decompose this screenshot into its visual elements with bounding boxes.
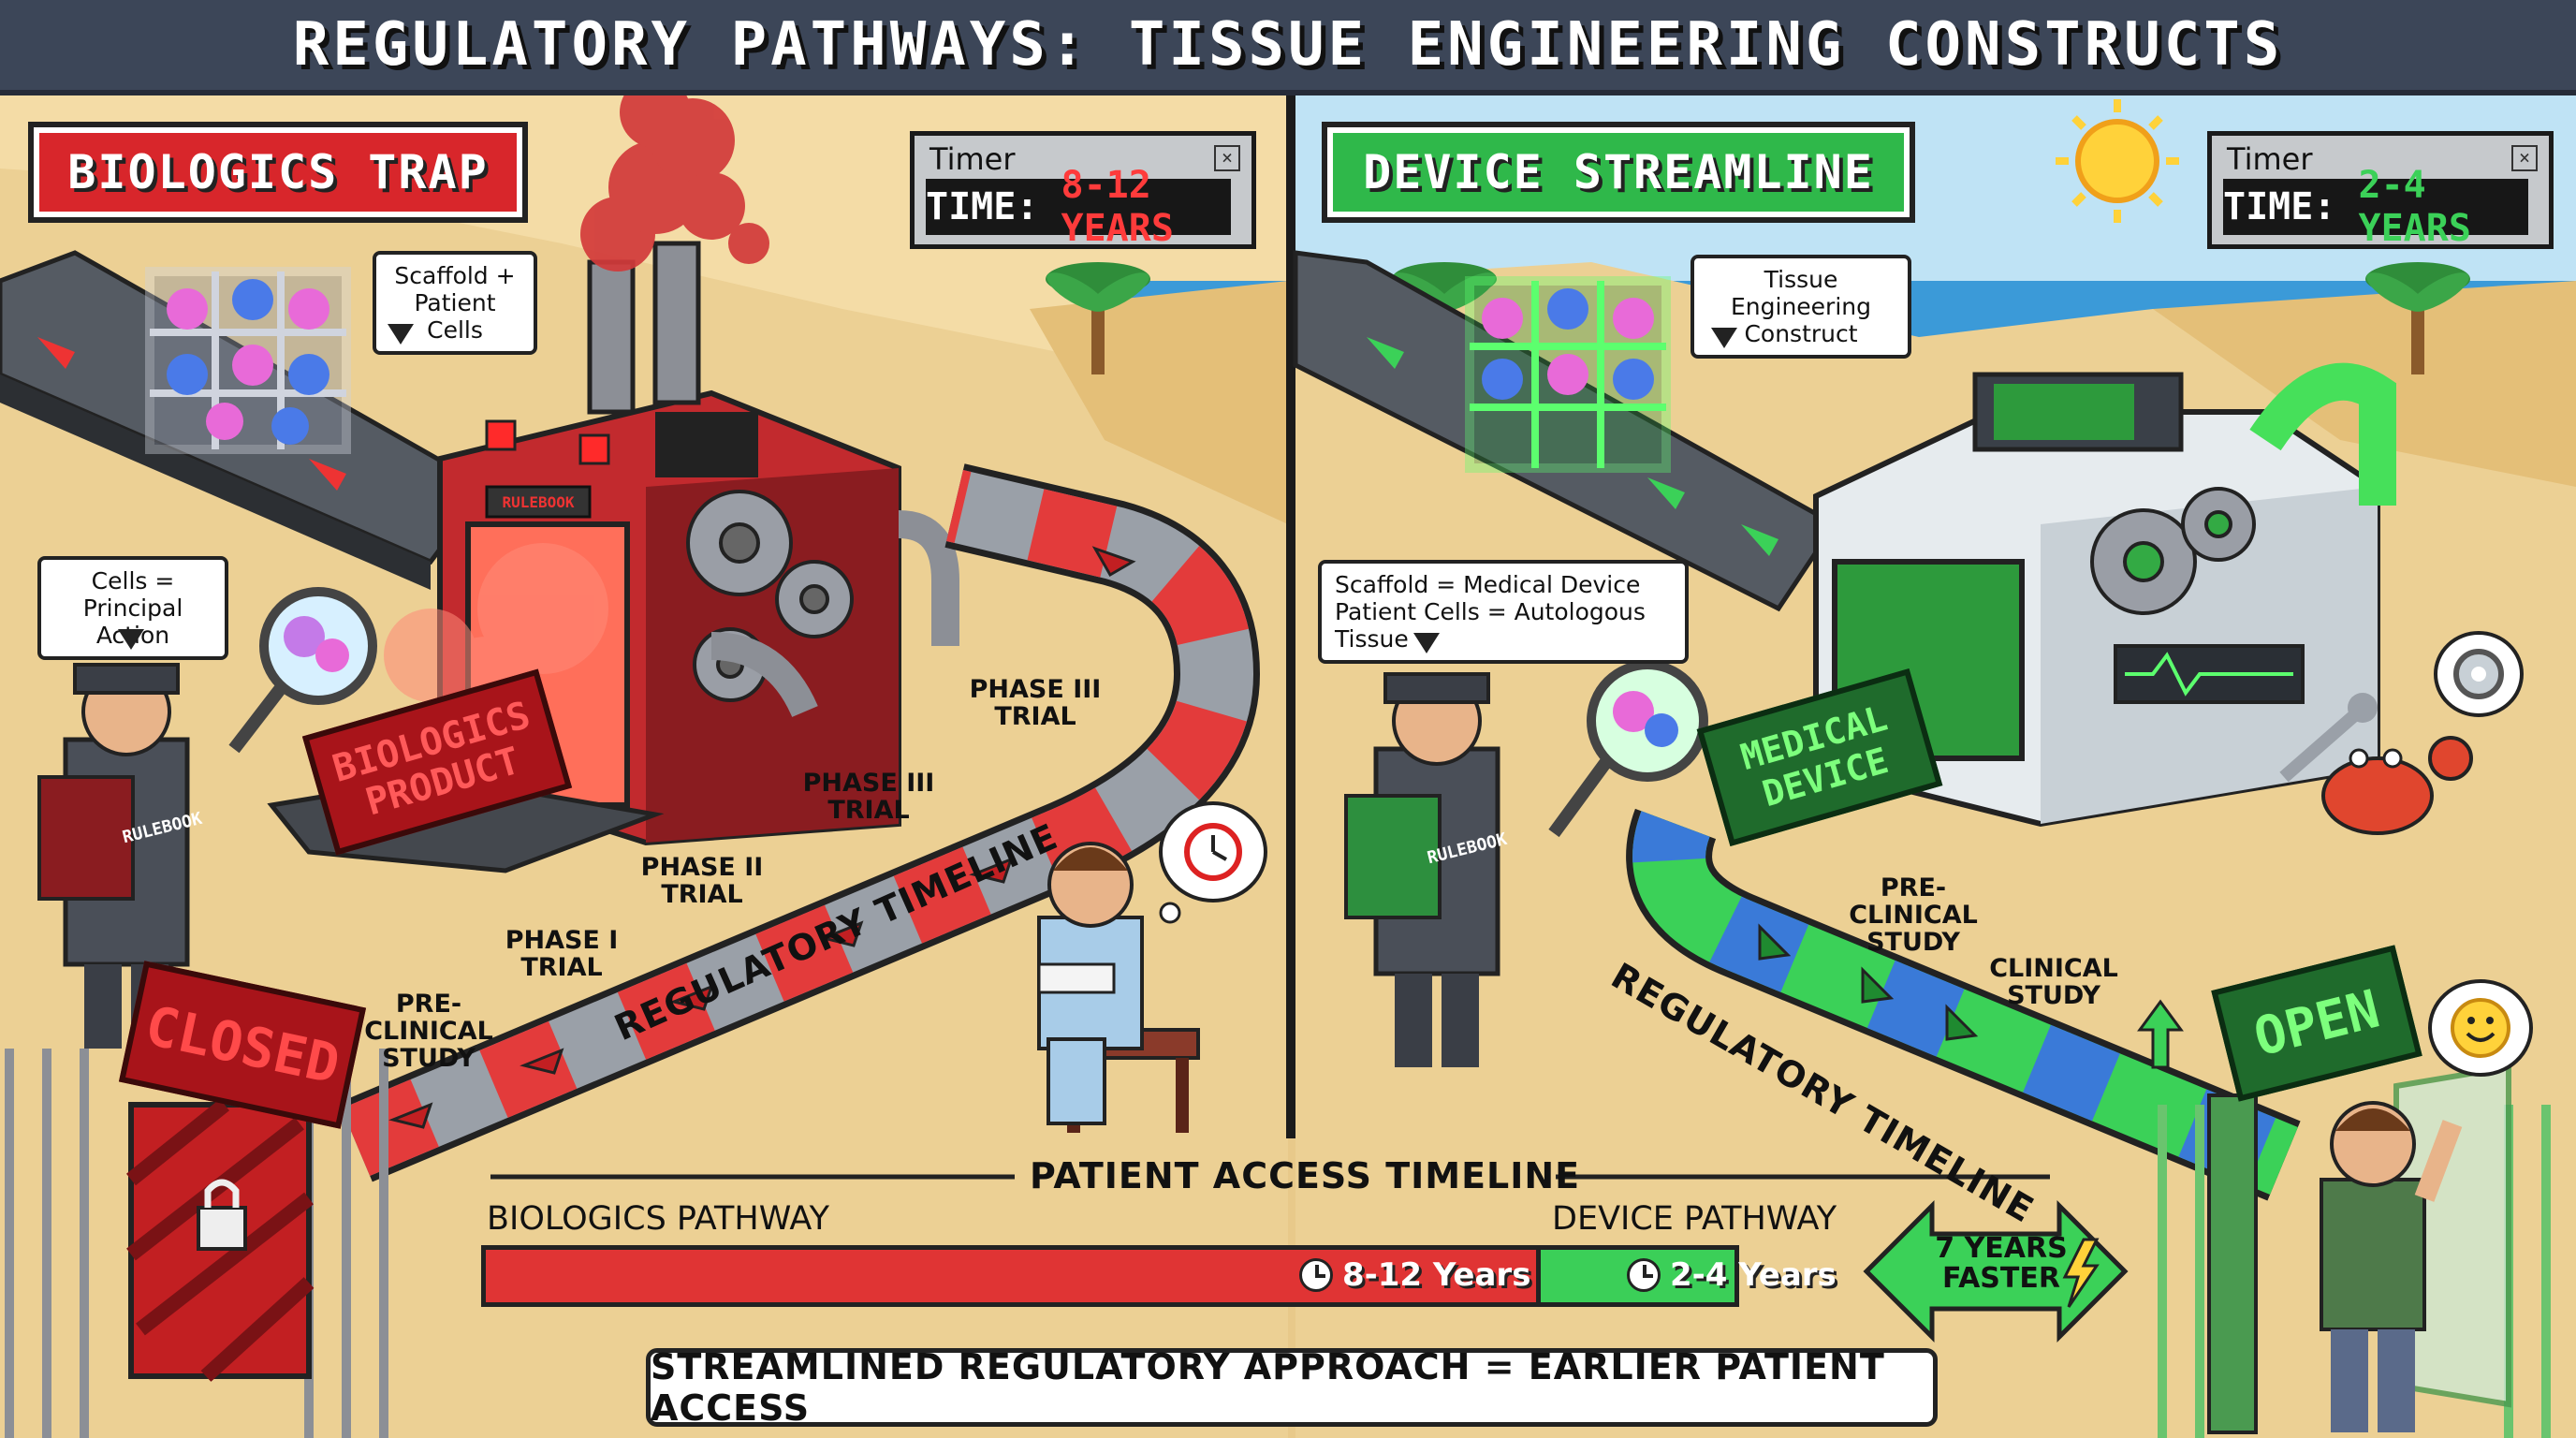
lightning-icon bbox=[2062, 1238, 2100, 1308]
page-title: REGULATORY PATHWAYS: TISSUE ENGINEERING … bbox=[292, 10, 2284, 80]
cells-bubble-tail bbox=[118, 629, 144, 650]
right-step-0-line1: PRE-CLINICAL bbox=[1849, 873, 1978, 930]
clock-icon bbox=[1627, 1258, 1661, 1292]
device-machine bbox=[1813, 362, 2396, 828]
scaffold-bubble-tail bbox=[388, 324, 414, 345]
right-step-1-line2: STUDY bbox=[2007, 981, 2100, 1010]
smiley-icon bbox=[2428, 979, 2533, 1077]
biologics-pathway-label: BIOLOGICS PATHWAY bbox=[487, 1200, 829, 1238]
left-timeline-track bbox=[339, 463, 1261, 1182]
left-timer-close-icon[interactable]: × bbox=[1214, 145, 1240, 171]
title-bar: REGULATORY PATHWAYS: TISSUE ENGINEERING … bbox=[0, 0, 2576, 95]
left-step-4-line1: PHASE III bbox=[969, 675, 1102, 704]
padlock-icon bbox=[197, 1179, 247, 1251]
right-timer-label: Timer bbox=[2227, 141, 2313, 177]
clock-icon bbox=[1299, 1258, 1333, 1292]
right-input-conveyor bbox=[1293, 250, 1838, 612]
clock-icon bbox=[1159, 801, 1267, 924]
left-step-3-line1: PHASE III bbox=[802, 769, 935, 798]
faster-callout: 7 YEARS FASTER bbox=[1889, 1234, 2114, 1294]
machine-plate: RULEBOOK bbox=[502, 492, 575, 511]
left-step-2-line2: TRIAL bbox=[661, 880, 743, 909]
happy-patient bbox=[2320, 1101, 2463, 1432]
left-step-phase3b: PHASE III TRIAL bbox=[960, 676, 1110, 730]
device-streamline-banner: DEVICE STREAMLINE bbox=[1322, 122, 1915, 223]
closed-gate bbox=[5, 1049, 388, 1438]
left-step-phase2: PHASE II TRIAL bbox=[627, 854, 777, 908]
device-bubble-tail bbox=[1413, 633, 1440, 653]
left-step-0-line1: PRE-CLINICAL bbox=[364, 990, 493, 1046]
right-timer-window: Timer × TIME: 2-4 YEARS bbox=[2207, 131, 2554, 250]
wrench-icon bbox=[2279, 693, 2378, 783]
left-timer-value: 8-12 YEARS bbox=[1061, 164, 1174, 250]
sun-icon bbox=[2056, 99, 2179, 223]
device-duration-text: 2-4 Years bbox=[1670, 1256, 1837, 1294]
waiting-patient bbox=[1037, 842, 1200, 1133]
right-timer-close-icon[interactable]: × bbox=[2511, 145, 2538, 171]
left-step-3-line2: TRIAL bbox=[827, 796, 910, 825]
left-inspector bbox=[37, 587, 377, 1049]
gear-icon bbox=[2434, 631, 2524, 717]
panel-divider bbox=[1286, 90, 1295, 1138]
left-step-4-line2: TRIAL bbox=[994, 702, 1076, 731]
patient-access-title: PATIENT ACCESS TIMELINE bbox=[1030, 1155, 1581, 1196]
palm-tree-right-2 bbox=[2365, 262, 2470, 374]
crab-mechanic bbox=[2279, 693, 2473, 835]
cells-bubble-line1: Cells = bbox=[91, 567, 175, 594]
biologics-duration-text: 8-12 Years bbox=[1342, 1256, 1531, 1294]
construct-bubble-line2: Construct bbox=[1744, 320, 1858, 347]
right-inspector bbox=[1344, 660, 1708, 1067]
device-pathway-label: DEVICE PATHWAY bbox=[1552, 1200, 1837, 1238]
left-timer-label: Timer bbox=[929, 141, 1016, 177]
scaffold-bubble-line1: Scaffold + bbox=[394, 262, 516, 289]
left-scaffold-cage bbox=[145, 267, 351, 454]
biologics-duration-bar bbox=[481, 1245, 1541, 1307]
right-timer-value: 2-4 YEARS bbox=[2358, 164, 2471, 250]
right-step-clinical: CLINICAL STUDY bbox=[1979, 955, 2129, 1009]
scaffold-bubble-line2: Patient Cells bbox=[414, 289, 496, 344]
right-step-1-line1: CLINICAL bbox=[1989, 954, 2118, 983]
device-bubble-line1: Scaffold = Medical Device bbox=[1335, 571, 1641, 598]
left-timer-prefix: TIME: bbox=[926, 185, 1039, 228]
right-step-preclinical: PRE-CLINICAL STUDY bbox=[1820, 874, 2007, 956]
summary-banner: STREAMLINED REGULATORY APPROACH = EARLIE… bbox=[646, 1346, 1938, 1429]
construct-bubble-tail bbox=[1711, 328, 1737, 348]
left-step-1-line1: PHASE I bbox=[505, 926, 619, 955]
faster-line2: FASTER bbox=[1942, 1262, 2060, 1295]
device-duration: 2-4 Years bbox=[1627, 1249, 1837, 1301]
left-timer-window: Timer × TIME: 8-12 YEARS bbox=[910, 131, 1256, 250]
palm-tree-left bbox=[1046, 262, 1150, 374]
right-timer-display: TIME: 2-4 YEARS bbox=[2223, 164, 2528, 250]
biologics-trap-banner: BIOLOGICS TRAP bbox=[28, 122, 528, 223]
device-bubble-line2: Patient Cells = Autologous Tissue bbox=[1335, 598, 1646, 653]
right-step-0-line2: STUDY bbox=[1866, 928, 1960, 957]
left-timer-display: TIME: 8-12 YEARS bbox=[926, 164, 1231, 250]
gear-icon bbox=[2090, 487, 2256, 615]
construct-bubble: Tissue Engineering Construct bbox=[1690, 255, 1911, 359]
arrow-up-icon bbox=[2137, 999, 2184, 1069]
right-scaffold-cage bbox=[1465, 276, 1671, 473]
faster-arrow bbox=[1863, 1199, 2129, 1343]
right-timer-prefix: TIME: bbox=[2223, 185, 2336, 228]
left-step-0-line2: STUDY bbox=[382, 1044, 476, 1073]
construct-bubble-line1: Tissue Engineering bbox=[1731, 266, 1871, 320]
left-step-preclinical: PRE-CLINICAL STUDY bbox=[335, 990, 522, 1072]
left-step-phase3a: PHASE III TRIAL bbox=[794, 770, 944, 824]
left-step-phase1: PHASE I TRIAL bbox=[487, 927, 637, 981]
scaffold-device-bubble: Scaffold = Medical Device Patient Cells … bbox=[1318, 560, 1689, 664]
left-step-2-line1: PHASE II bbox=[640, 853, 764, 882]
biologics-duration: 8-12 Years bbox=[1299, 1249, 1530, 1301]
right-timeline-track bbox=[1626, 808, 2301, 1201]
faster-line1: 7 YEARS bbox=[1935, 1232, 2068, 1265]
left-step-1-line2: TRIAL bbox=[520, 953, 603, 982]
